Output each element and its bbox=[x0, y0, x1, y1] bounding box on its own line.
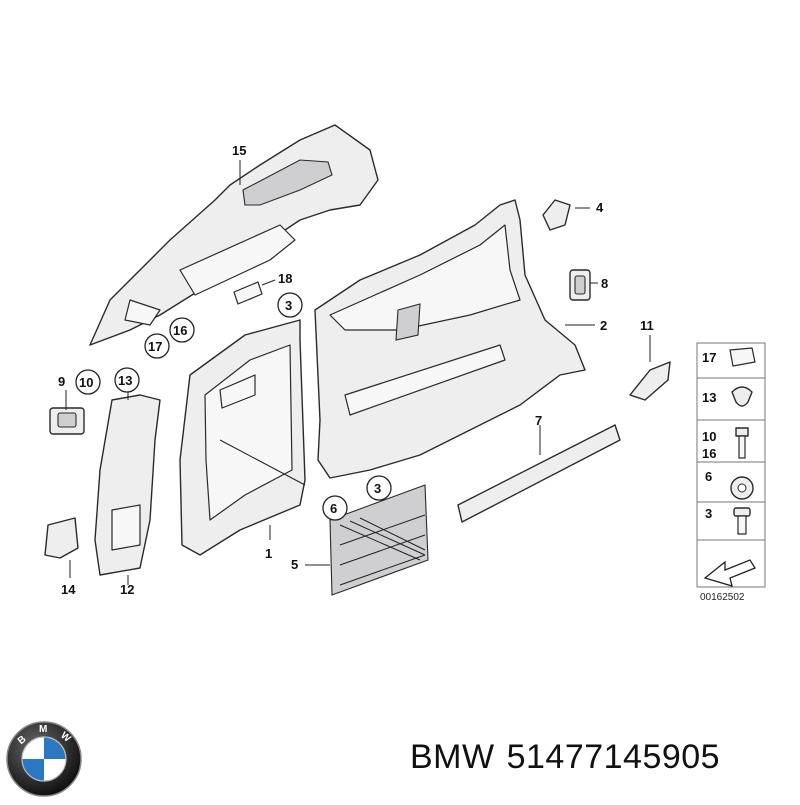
legend-label-10: 10 bbox=[702, 429, 716, 444]
part-2-side-panel bbox=[314, 199, 586, 479]
svg-text:17: 17 bbox=[148, 339, 162, 354]
legend-label-3: 3 bbox=[705, 506, 712, 521]
part-5-net bbox=[329, 484, 429, 596]
part-12-pillar-trim bbox=[94, 394, 161, 576]
callout-10-circled: 10 bbox=[75, 369, 101, 395]
callout-1: 1 bbox=[265, 546, 272, 561]
part-14-bracket bbox=[44, 517, 79, 559]
legend-label-13: 13 bbox=[702, 390, 716, 405]
callout-3-upper: 3 bbox=[277, 292, 303, 318]
callout-11: 11 bbox=[640, 318, 654, 333]
part-18-clip bbox=[233, 281, 263, 305]
part-8-cover bbox=[569, 269, 591, 301]
svg-text:10: 10 bbox=[79, 375, 93, 390]
svg-text:16: 16 bbox=[173, 323, 187, 338]
part-number: 51477145905 bbox=[506, 738, 721, 776]
brand-name: BMW bbox=[410, 738, 495, 776]
callout-17-circled: 17 bbox=[144, 333, 170, 359]
callout-8: 8 bbox=[601, 276, 608, 291]
legend-label-17: 17 bbox=[702, 350, 716, 365]
part-7-strip bbox=[457, 424, 621, 523]
callout-14: 14 bbox=[61, 582, 76, 597]
svg-text:6: 6 bbox=[330, 501, 337, 516]
callout-12: 12 bbox=[120, 582, 134, 597]
part-9-connector bbox=[49, 407, 85, 435]
callout-2: 2 bbox=[600, 318, 607, 333]
callout-3-lower: 3 bbox=[366, 475, 392, 501]
part-11-cover bbox=[629, 361, 671, 401]
part-1-lower-panel bbox=[179, 319, 306, 556]
callout-4: 4 bbox=[596, 200, 604, 215]
legend-label-16: 16 bbox=[702, 446, 716, 461]
legend-label-6: 6 bbox=[705, 469, 712, 484]
callout-16-circled: 16 bbox=[169, 317, 195, 343]
svg-text:13: 13 bbox=[118, 373, 132, 388]
callout-15: 15 bbox=[232, 143, 246, 158]
svg-text:3: 3 bbox=[374, 481, 381, 496]
bmw-logo: B M W bbox=[5, 720, 83, 798]
callout-6-circled: 6 bbox=[322, 495, 348, 521]
small-parts-legend: 17 13 10 16 6 3 bbox=[696, 342, 766, 588]
callout-18: 18 bbox=[278, 271, 292, 286]
callout-5: 5 bbox=[291, 557, 298, 572]
part-15-upper-trim bbox=[89, 124, 379, 346]
diagram-code: 00162502 bbox=[700, 592, 745, 603]
callout-13-circled: 13 bbox=[114, 367, 140, 393]
svg-text:M: M bbox=[39, 724, 47, 735]
part-4-cap bbox=[542, 199, 571, 231]
svg-text:3: 3 bbox=[285, 298, 292, 313]
callout-9: 9 bbox=[58, 374, 65, 389]
callout-7: 7 bbox=[535, 413, 542, 428]
orientation-arrow-icon bbox=[703, 559, 756, 587]
part-caption: BMW 51477145905 bbox=[410, 738, 790, 788]
